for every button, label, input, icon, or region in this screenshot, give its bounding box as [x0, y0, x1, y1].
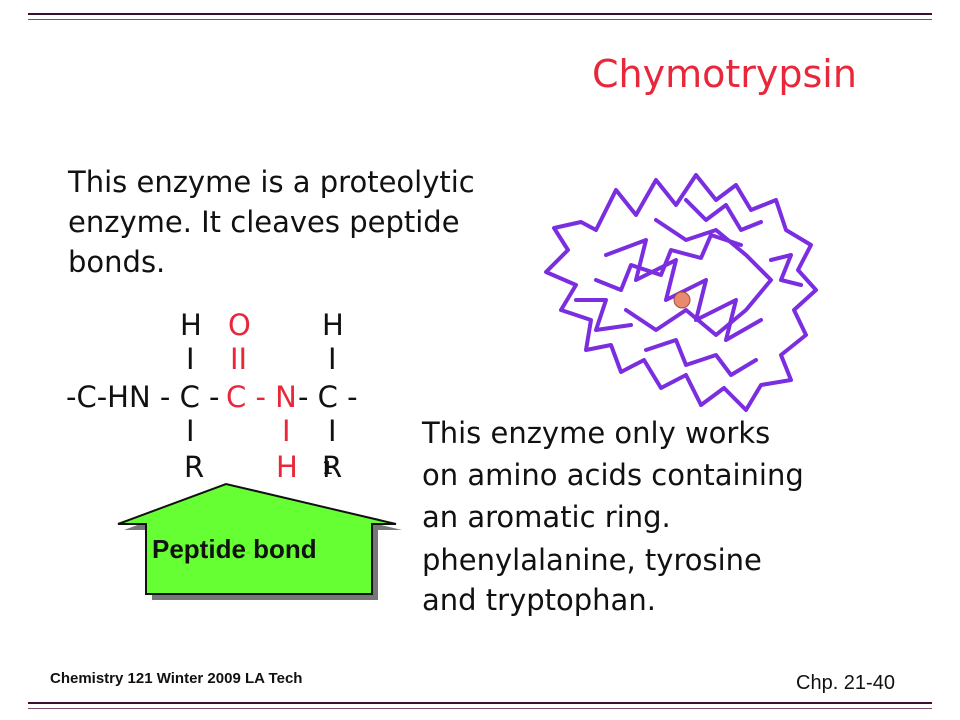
intro-text: This enzyme is a proteolytic enzyme. It … [68, 162, 508, 282]
top-rule [28, 13, 932, 20]
peptide-bond-arrow [117, 482, 402, 600]
formula-bond-top-3: I [328, 342, 337, 376]
formula-top-h1: H [180, 308, 202, 342]
formula-main-right: - C - [298, 380, 358, 414]
works-line: on amino acids containing [422, 458, 804, 492]
formula-bond-bottom-1: I [186, 414, 195, 448]
specificity-text: This enzyme only works on amino acids co… [422, 412, 942, 538]
active-site-icon [673, 291, 691, 309]
formula-top-o: O [228, 308, 251, 342]
amino-acid-list: phenylalanine, tyrosine and tryptophan. [422, 540, 942, 620]
chymotrypsin-structure-image [544, 173, 818, 412]
formula-double-bond: II [230, 342, 248, 376]
works-line: This enzyme only works [422, 416, 771, 450]
bottom-rule [28, 702, 932, 709]
amino-acid-line: phenylalanine, tyrosine [422, 543, 762, 577]
footer-course: Chemistry 121 Winter 2009 LA Tech [50, 670, 303, 687]
works-line: an aromatic ring. [422, 500, 671, 534]
formula-bond-bottom-2: I [282, 414, 291, 448]
intro-line: bonds. [68, 245, 166, 279]
formula-bond-top-1: I [186, 342, 195, 376]
intro-line: enzyme. It cleaves peptide [68, 205, 460, 239]
peptide-bond-label: Peptide bond [152, 534, 317, 564]
formula-bond-bottom-3: I [328, 414, 337, 448]
slide-title: Chymotrypsin [592, 52, 857, 96]
intro-line: This enzyme is a proteolytic [68, 165, 475, 199]
amino-acid-line: and tryptophan. [422, 583, 656, 617]
formula-top-h2: H [322, 308, 344, 342]
formula-bottom-h: H [276, 450, 298, 484]
formula-bottom-r: R [184, 450, 205, 484]
formula-main-left: -C-HN - C - [66, 380, 220, 414]
formula-main-peptide: C - N [226, 380, 297, 414]
footer-page-number: Chp. 21-40 [796, 672, 895, 694]
